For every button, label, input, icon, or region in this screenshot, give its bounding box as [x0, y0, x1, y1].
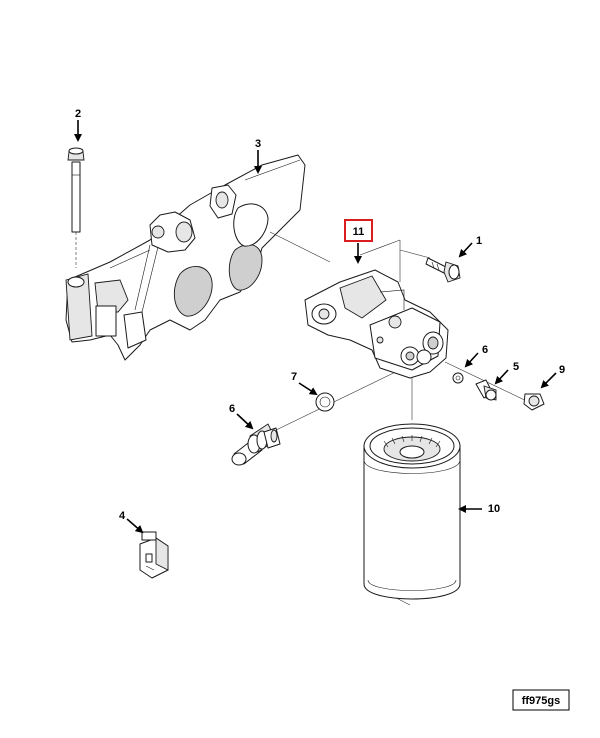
callout-labels: 2 3 11 1 6 5 9 7 6 4 10: [75, 108, 565, 522]
figure-id: ff975gs: [522, 695, 561, 707]
long-bolt-part: [67, 147, 85, 268]
fitting-part-6: [231, 423, 281, 466]
callout-4: 4: [119, 510, 126, 522]
callout-3: 3: [255, 138, 261, 150]
figure-id-badge: ff975gs: [512, 689, 570, 711]
cap-plug-part-9: [523, 393, 545, 411]
mounting-bracket-part: [65, 154, 306, 361]
plug-part-5: [475, 379, 497, 401]
filter-head-part: [304, 269, 449, 379]
seal-ring-part-6: [452, 372, 464, 384]
callout-6-left: 6: [229, 403, 235, 415]
callout-6-right: 6: [482, 344, 488, 356]
callout-11[interactable]: 11: [353, 226, 365, 238]
filter-canister-part-10: [363, 423, 461, 600]
callout-10: 10: [488, 503, 500, 515]
callout-2: 2: [75, 108, 81, 120]
callout-leaders: [74, 120, 557, 534]
washer-part-7: [315, 392, 335, 412]
connector-part-4: [139, 531, 169, 579]
callout-5: 5: [513, 361, 519, 373]
callout-1: 1: [476, 235, 482, 247]
callout-9: 9: [559, 364, 565, 376]
highlight-box-11: [344, 219, 373, 242]
bolt-part: [425, 257, 461, 283]
callout-7: 7: [291, 371, 297, 383]
